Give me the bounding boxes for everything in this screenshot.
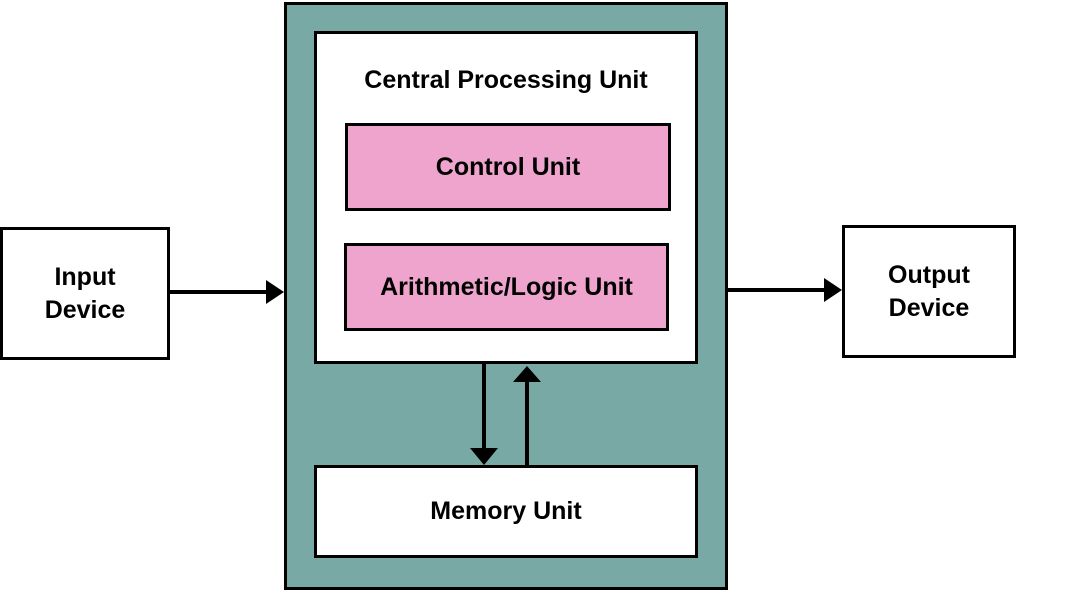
alu-box: Arithmetic/Logic Unit [344, 243, 669, 331]
control-unit-label: Control Unit [435, 152, 581, 181]
output-device-label: Output Device [888, 259, 970, 325]
alu-label: Arithmetic/Logic Unit [380, 272, 633, 301]
output-device-line1: Output [888, 260, 970, 289]
input-device-line2: Device [44, 295, 126, 324]
input-device-line1: Input [54, 262, 116, 291]
input-to-cpu-arrow [170, 280, 284, 304]
memory-unit-label: Memory Unit [430, 497, 582, 525]
output-device-box: Output Device [842, 225, 1016, 358]
cpu-title: Central Processing Unit [364, 66, 648, 94]
cpu-to-output-arrow [728, 278, 842, 302]
output-device-line2: Device [888, 293, 970, 322]
memory-unit-box: Memory Unit [314, 465, 698, 558]
input-device-label: Input Device [45, 261, 126, 327]
input-device-box: Input Device [0, 227, 170, 360]
control-unit-box: Control Unit [345, 123, 671, 211]
